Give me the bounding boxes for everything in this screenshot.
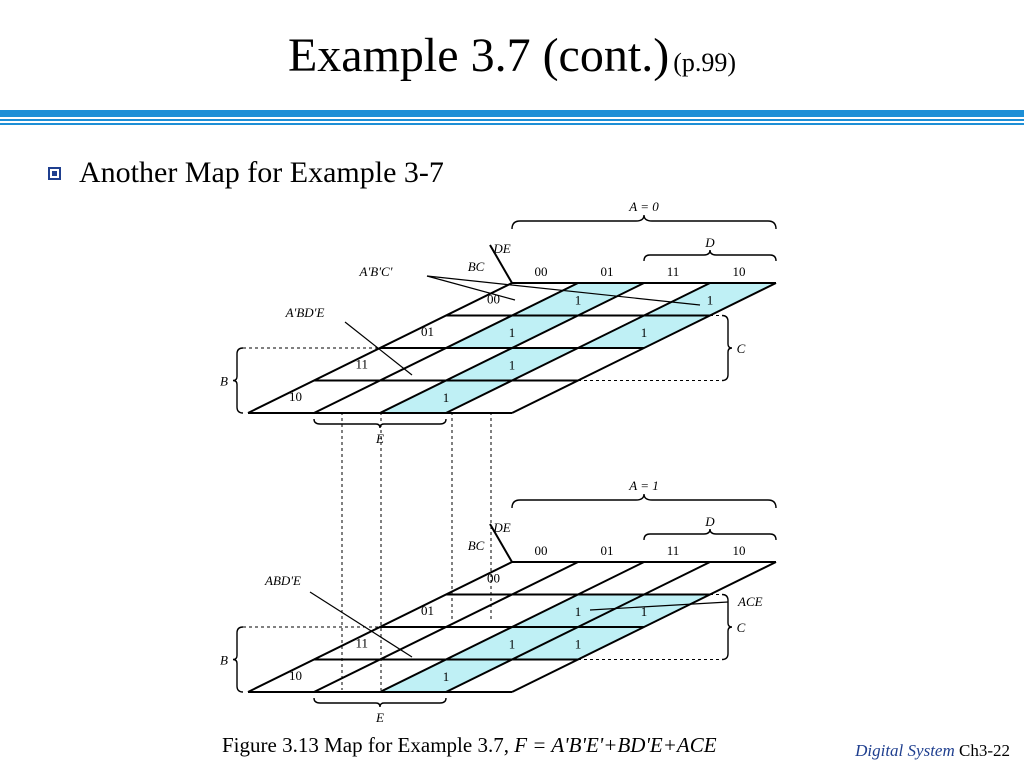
annotation-leader-line (589, 601, 729, 611)
b-brace (232, 626, 244, 693)
karnaugh-col-line (379, 561, 645, 693)
annotation-leader-line (426, 275, 701, 306)
karnaugh-cell-value: 1 (641, 325, 648, 340)
karnaugh-cell-value: 1 (575, 604, 582, 619)
bullet-item: Another Map for Example 3-7 (48, 155, 444, 191)
a-brace (511, 214, 777, 230)
footer-page-number: Ch3-22 (959, 741, 1010, 760)
c-label: C (737, 620, 746, 635)
karnaugh-cell-value: 1 (707, 292, 714, 307)
column-label: 11 (667, 264, 680, 279)
karnaugh-cell-highlight (512, 627, 644, 660)
a-label: A = 1 (628, 478, 658, 493)
d-brace (643, 249, 777, 262)
map-connector-lines (341, 412, 492, 690)
karnaugh-col-line (247, 282, 513, 414)
karnaugh-corner-diagonal (489, 244, 513, 284)
annotation-leader-line (344, 321, 413, 376)
karnaugh-cell-highlight (446, 348, 578, 381)
column-label: 11 (667, 543, 680, 558)
d-brace (643, 528, 777, 541)
slide-title-main: Example 3.7 (cont.) (287, 29, 670, 82)
title-divider (0, 110, 1024, 125)
karnaugh-col-line (379, 282, 645, 414)
karnaugh-cell-value: 1 (575, 636, 582, 651)
row-label: 01 (421, 324, 434, 339)
karnaugh-cell-value: 1 (509, 636, 516, 651)
karnaugh-cell-highlight (380, 659, 512, 692)
c-brace (721, 593, 733, 661)
d-label: D (704, 514, 715, 529)
annotation-leader-line (426, 275, 516, 301)
karnaugh-cell-value: 1 (509, 325, 516, 340)
karnaugh-cell-highlight (380, 380, 512, 413)
row-label: 01 (421, 603, 434, 618)
karnaugh-cell-highlight (446, 627, 578, 660)
c-brace (721, 314, 733, 382)
karnaugh-col-line (313, 561, 579, 693)
row-label: 00 (487, 570, 500, 585)
karnaugh-col-line (511, 282, 777, 414)
c-label: C (737, 341, 746, 356)
row-label: 11 (355, 356, 368, 371)
karnaugh-cell-highlight (512, 283, 644, 316)
karnaugh-cell-highlight (644, 283, 776, 316)
row-label: 10 (289, 668, 302, 683)
karnaugh-col-line (445, 282, 711, 414)
karnaugh-cell-value: 1 (509, 357, 516, 372)
d-label: D (704, 235, 715, 250)
column-label: 10 (733, 543, 746, 558)
annotation-label: A'BD'E (285, 305, 325, 320)
karnaugh-cell-value: 1 (575, 292, 582, 307)
karnaugh-col-line (511, 561, 777, 693)
column-label: 01 (601, 543, 614, 558)
e-brace (313, 697, 447, 708)
e-label: E (375, 710, 384, 725)
column-label: 00 (535, 543, 548, 558)
karnaugh-col-line (247, 561, 513, 693)
figure-caption: Figure 3.13 Map for Example 3.7, F = A'B… (222, 733, 717, 758)
square-bullet-icon (48, 166, 61, 180)
karnaugh-cell-highlight (578, 594, 710, 627)
karnaugh-col-line (313, 282, 579, 414)
footer-course: Digital System (855, 741, 955, 760)
slide-title-page-ref: (p.99) (673, 48, 737, 77)
karnaugh-cell-value: 1 (443, 390, 450, 405)
karnaugh-cell-value: 1 (641, 604, 648, 619)
karnaugh-cell-highlight (578, 315, 710, 348)
e-brace (313, 418, 447, 429)
figure-caption-text: Figure 3.13 Map for Example 3.7, (222, 733, 509, 757)
a-label: A = 0 (628, 199, 659, 214)
de-label: DE (492, 520, 510, 535)
annotation-leader-line (309, 591, 413, 658)
de-label: DE (492, 241, 510, 256)
bullet-text: Another Map for Example 3-7 (79, 156, 444, 189)
a-brace (511, 493, 777, 509)
bc-label: BC (468, 538, 485, 553)
row-label: 11 (355, 635, 368, 650)
b-brace (232, 347, 244, 414)
annotation-label: ABD'E (264, 573, 301, 588)
karnaugh-cell-highlight (446, 315, 578, 348)
karnaugh-corner-diagonal (489, 523, 513, 563)
karnaugh-col-line (445, 561, 711, 693)
column-label: 00 (535, 264, 548, 279)
karnaugh-cell-highlight (512, 594, 644, 627)
annotation-label: A'B'C' (359, 264, 393, 279)
row-label: 10 (289, 389, 302, 404)
slide-title: Example 3.7 (cont.) (p.99) (0, 28, 1024, 83)
slide-footer: Digital System Ch3-22 (855, 741, 1010, 761)
figure-caption-equation: F = A'B'E'+BD'E+ACE (514, 733, 717, 757)
b-label: B (220, 653, 228, 668)
column-label: 01 (601, 264, 614, 279)
annotation-label: ACE (737, 594, 763, 609)
bc-label: BC (468, 259, 485, 274)
karnaugh-cell-value: 1 (443, 669, 450, 684)
e-label: E (375, 431, 384, 446)
b-label: B (220, 374, 228, 389)
column-label: 10 (733, 264, 746, 279)
